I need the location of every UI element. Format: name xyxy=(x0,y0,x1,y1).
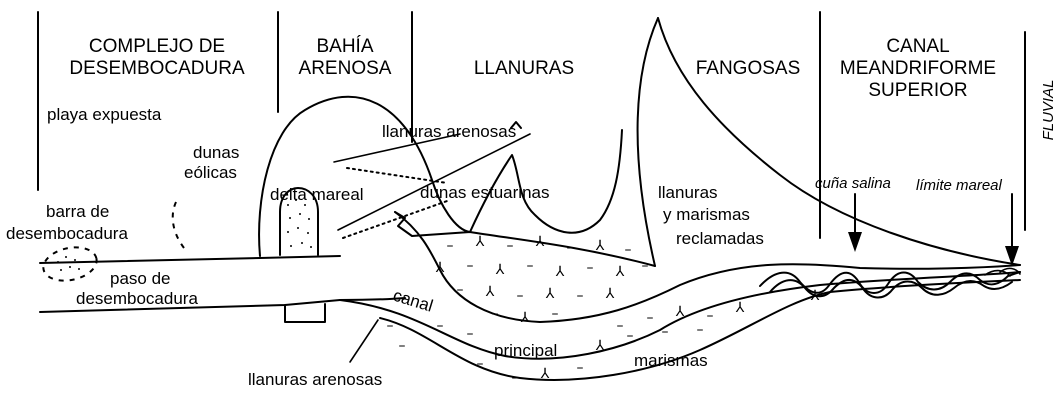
label-barra-line1: barra de xyxy=(46,202,109,221)
marsh-hatch-mark: – xyxy=(457,282,464,298)
leader-line-dotted xyxy=(347,168,447,183)
label-reclamadas-line3: reclamadas xyxy=(676,229,764,248)
marsh-hatch-mark: ⅄ xyxy=(675,304,685,320)
marsh-hatch-mark: – xyxy=(587,260,594,276)
label-paso-line1: paso de xyxy=(110,269,171,288)
marsh-hatch-mark: – xyxy=(567,240,574,256)
marsh-hatch-mark: ⅄ xyxy=(485,284,495,300)
label-canal: canal xyxy=(391,286,435,316)
marsh-hatch-mark: – xyxy=(467,326,474,342)
header-canal-line1: CANAL xyxy=(886,36,949,57)
label-limite-mareal: límite mareal xyxy=(916,177,1003,194)
label-delta-mareal: delta mareal xyxy=(270,185,364,204)
marsh-hatch-mark: ⅄ xyxy=(605,286,615,302)
leader-line xyxy=(350,320,378,362)
marsh-hatch-mark: – xyxy=(577,360,584,376)
marsh-hatch-mark: – xyxy=(492,306,499,322)
arrow-head-icon xyxy=(848,232,862,252)
coastline xyxy=(40,256,340,263)
label-dunas-line2: eólicas xyxy=(184,163,237,182)
label-reclamadas-line1: llanuras xyxy=(658,183,718,202)
inlet-notch xyxy=(285,304,325,322)
marsh-hatch-mark: ⅄ xyxy=(735,300,745,316)
header-canal-line2: MEANDRIFORME xyxy=(840,58,996,79)
marsh-hatch-mark: – xyxy=(527,258,534,274)
label-reclamadas-line2: y marismas xyxy=(663,205,750,224)
header-fluvial: FLUVIAL xyxy=(1040,80,1057,141)
marsh-hatch-mark: – xyxy=(447,238,454,254)
header-llanuras: LLANURAS xyxy=(474,58,574,79)
leader-line xyxy=(338,134,530,230)
marsh-hatch-mark: ⅄ xyxy=(595,338,605,354)
label-principal: principal xyxy=(494,341,557,360)
marsh-hatch-mark: – xyxy=(627,328,634,344)
label-dunas-estuarinas: dunas estuarinas xyxy=(420,183,549,202)
marsh-hatch-mark: – xyxy=(437,318,444,334)
label-llanuras-arenosas-top: llanuras arenosas xyxy=(382,122,516,141)
marsh-hatch-mark: ⅄ xyxy=(475,234,485,250)
header-complejo-line1: COMPLEJO DE xyxy=(89,36,225,57)
marsh-hatch-mark: ⅄ xyxy=(435,260,445,276)
marsh-hatch-mark: – xyxy=(625,242,632,258)
marsh-hatch-mark: – xyxy=(577,288,584,304)
meander-channel-inner xyxy=(770,280,1012,298)
delta-stipple xyxy=(287,199,312,248)
marsh-hatch-mark: ⅄ xyxy=(615,264,625,280)
marsh-hatch-mark: ⅄ xyxy=(545,286,555,302)
marsh-hatch-mark: – xyxy=(707,308,714,324)
barra-ellipse xyxy=(40,243,99,286)
marsh-hatch-mark: ⅄ xyxy=(520,310,530,326)
label-marismas: marismas xyxy=(634,351,708,370)
marsh-hatch-mark: ⅄ xyxy=(535,234,545,250)
marsh-hatch-mark: ⅄ xyxy=(810,288,820,304)
marsh-hatch-mark: – xyxy=(662,324,669,340)
label-barra-line2: desembocadura xyxy=(6,224,128,243)
fangosas-spike-outline xyxy=(658,18,1020,265)
marsh-hatch-mark: – xyxy=(512,370,519,386)
marsh-symbols: –⅄–⅄–⅄–⅄–⅄–⅄–⅄––⅄–⅄–⅄–⅄–––––––⅄–⅄⅄–––––⅄… xyxy=(387,234,820,386)
header-fangosas: FANGOSAS xyxy=(696,58,801,79)
label-dunas-line1: dunas xyxy=(193,143,239,162)
header-bahia-line1: BAHÍA xyxy=(316,36,373,57)
marsh-hatch-mark: – xyxy=(507,238,514,254)
bahia-mound-outline xyxy=(259,97,622,256)
marsh-hatch-mark: – xyxy=(647,310,654,326)
marsh-hatch-mark: – xyxy=(552,306,559,322)
label-playa-expuesta: playa expuesta xyxy=(47,105,162,124)
marsh-hatch-mark: ⅄ xyxy=(540,366,550,382)
marsh-hatch-mark: – xyxy=(697,322,704,338)
marsh-hatch-mark: ⅄ xyxy=(595,238,605,254)
label-llanuras-arenosas-bottom: llanuras arenosas xyxy=(248,370,382,389)
header-bahia-line2: ARENOSA xyxy=(299,58,392,79)
header-complejo-line2: DESEMBOCADURA xyxy=(69,58,245,79)
marsh-hatch-mark: – xyxy=(467,258,474,274)
marsh-hatch-mark: – xyxy=(617,318,624,334)
marsh-hatch-mark: – xyxy=(477,356,484,372)
marsh-hatch-mark: – xyxy=(387,318,394,334)
header-canal-line3: SUPERIOR xyxy=(868,80,967,101)
label-paso-line2: desembocadura xyxy=(76,289,198,308)
marsh-hatch-mark: – xyxy=(642,258,649,274)
marsh-hatch-mark: – xyxy=(517,288,524,304)
marsh-hatch-mark: ⅄ xyxy=(555,264,565,280)
dunas-eolicas-line xyxy=(173,202,184,248)
label-cuna-salina: cuña salina xyxy=(815,175,891,192)
fangosas-spike-left xyxy=(638,18,658,266)
marsh-hatch-mark: ⅄ xyxy=(495,262,505,278)
marsh-hatch-mark: – xyxy=(399,338,406,354)
